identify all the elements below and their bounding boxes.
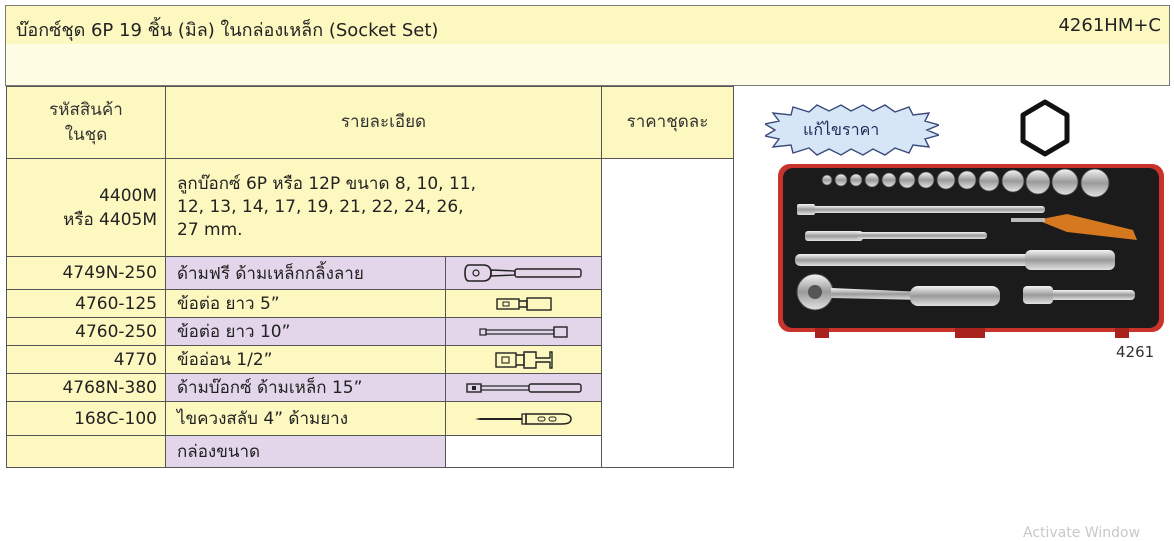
row-desc: ไขควงสลับ 4” ด้ามยาง xyxy=(165,401,446,436)
short-extension-icon xyxy=(495,296,552,311)
table-row: 4770 ข้ออ่อน 1/2” xyxy=(6,345,734,374)
row-code: 4760-250 xyxy=(6,317,166,346)
row-desc: ข้ออ่อน 1/2” xyxy=(165,345,446,374)
table-row: 4760-250 ข้อต่อ ยาว 10” xyxy=(6,317,734,346)
row-desc: ลูกบ๊อกซ์ 6P หรือ 12P ขนาด 8, 10, 11, 12… xyxy=(165,158,602,257)
starburst-shape xyxy=(765,104,939,156)
table-row: กล่องขนาด xyxy=(6,435,734,468)
row-code: 168C-100 xyxy=(6,401,166,436)
spec-table: รหัสสินค้า ในชุด รายละเอียด ราคาชุดละ 44… xyxy=(6,86,734,468)
row-code: 4770 xyxy=(6,345,166,374)
row-code: 4760-125 xyxy=(6,289,166,318)
row-code-line2: หรือ 4405M xyxy=(63,209,157,230)
row-desc: ด้ามฟรี ด้ามเหล็กกลิ้งลาย xyxy=(165,256,446,290)
subtitle-bar xyxy=(5,44,1170,86)
row-desc: กล่องขนาด xyxy=(165,435,446,468)
row-desc-line3: 27 mm. xyxy=(177,220,243,240)
photo-caption: 4261 xyxy=(1116,343,1155,361)
ratchet-handle xyxy=(831,288,925,300)
socket-row xyxy=(821,168,1110,198)
universal-joint-icon xyxy=(494,350,553,369)
row-icon-cell xyxy=(445,435,602,468)
sliding-t-bar-icon xyxy=(465,382,582,393)
table-row: 4400M หรือ 4405M ลูกบ๊อกซ์ 6P หรือ 12P ข… xyxy=(6,158,734,468)
title-bar: บ๊อกซ์ชุด 6P 19 ชิ้น (มิล) ในกล่องเหล็ก … xyxy=(5,5,1170,45)
header-price: ราคาชุดละ xyxy=(601,86,734,159)
product-photo xyxy=(778,164,1164,338)
row-desc: ข้อต่อ ยาว 10” xyxy=(165,317,446,346)
hexagon-icon xyxy=(1020,99,1070,157)
row-icon-cell xyxy=(445,401,602,436)
extension-bar-long xyxy=(805,206,1045,213)
row-code: 4749N-250 xyxy=(6,256,166,290)
row-icon-cell xyxy=(445,373,602,402)
table-row: 4760-125 ข้อต่อ ยาว 5” xyxy=(6,289,734,318)
header-description: รายละเอียด xyxy=(165,86,602,159)
header-code-line1: รหัสสินค้า xyxy=(49,99,123,120)
table-header-row: รหัสสินค้า ในชุด รายละเอียด ราคาชุดละ xyxy=(6,86,734,159)
row-desc-line1: ลูกบ๊อกซ์ 6P หรือ 12P ขนาด 8, 10, 11, xyxy=(177,174,476,194)
header-code: รหัสสินค้า ในชุด xyxy=(6,86,166,159)
row-code xyxy=(6,435,166,468)
universal-joint xyxy=(805,231,863,241)
header-code-line2: ในชุด xyxy=(64,124,108,145)
row-icon-cell xyxy=(445,317,602,346)
model-code: 4261HM+C xyxy=(1058,15,1161,36)
screwdriver-handle xyxy=(1037,214,1137,240)
table-row: 4749N-250 ด้ามฟรี ด้ามเหล็กกลิ้งลาย xyxy=(6,256,734,290)
row-icon-cell xyxy=(445,345,602,374)
row-icon-cell xyxy=(445,289,602,318)
table-row: 168C-100 ไขควงสลับ 4” ด้ามยาง xyxy=(6,401,734,436)
row-desc: ข้อต่อ ยาว 5” xyxy=(165,289,446,318)
row-code: 4768N-380 xyxy=(6,373,166,402)
price-cell xyxy=(601,158,734,468)
activate-windows-watermark: Activate Window xyxy=(1023,525,1141,541)
screwdriver-icon xyxy=(474,412,572,425)
row-code: 4400M หรือ 4405M xyxy=(6,158,166,257)
row-icon-cell xyxy=(445,256,602,290)
edit-price-label: แก้ไขราคา xyxy=(803,120,880,139)
edit-price-badge[interactable]: แก้ไขราคา xyxy=(765,104,939,156)
row-desc: ด้ามบ๊อกซ์ ด้ามเหล็ก 15” xyxy=(165,373,446,402)
row-desc-line2: 12, 13, 14, 17, 19, 21, 22, 24, 26, xyxy=(177,197,464,217)
long-extension-icon xyxy=(478,325,568,338)
product-title: บ๊อกซ์ชุด 6P 19 ชิ้น (มิล) ในกล่องเหล็ก … xyxy=(16,20,439,41)
ratchet-icon xyxy=(463,264,582,282)
row-code-line1: 4400M xyxy=(99,185,157,206)
